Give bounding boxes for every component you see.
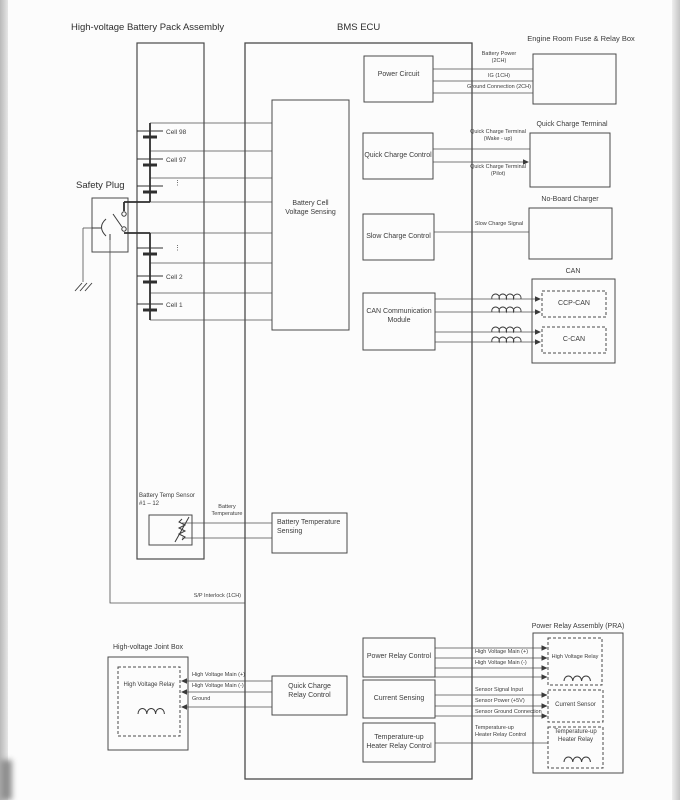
engine-room-title: Engine Room Fuse & Relay Box (527, 34, 635, 43)
sensor-power-label: Sensor Power (+5V) (475, 698, 525, 704)
current-sensing-label: Current Sensing (373, 695, 425, 702)
ig-label: IG (1CH) (488, 73, 510, 79)
power-relay-control-box (362, 637, 436, 678)
twisted-pair-icons (491, 293, 522, 344)
quick-charge-control-label: Quick Charge Control (364, 152, 432, 159)
sp-interlock-label: S/P Interlock (1CH) (193, 593, 241, 599)
relay-coil-icons (137, 675, 591, 763)
cell-97-label: Cell 97 (166, 157, 187, 164)
cell-2-label: Cell 2 (166, 274, 183, 281)
battery-cell-symbols (137, 130, 163, 312)
sensor-ground-label: Sensor Ground Connection (475, 709, 542, 715)
cells-ellipsis-upper: ⋮ (174, 180, 181, 187)
battery-temperature-label: Battery Temperature (211, 504, 243, 518)
qc-wakeup-label: Quick Charge Terminal (Wake - up) (470, 129, 526, 143)
ccp-can-box (541, 290, 607, 318)
cells-ellipsis-lower: ⋮ (174, 245, 181, 252)
temp-sensor-label: Battery Temp Sensor #1 – 12 (139, 493, 195, 507)
quick-charge-terminal-title: Quick Charge Terminal (536, 121, 608, 128)
page-corner-smudge (0, 760, 12, 800)
no-board-charger-box (528, 207, 613, 260)
engine-room-fuse-box (532, 53, 617, 105)
power-relay-control-label: Power Relay Control (366, 653, 432, 660)
can-box (531, 278, 616, 364)
signal-wires (82, 68, 548, 744)
c-can-label: C-CAN (562, 336, 586, 343)
ground-icon (74, 282, 93, 292)
temp-up-heater-ctrl-label: Temperature-up Heater Relay Control (475, 725, 527, 739)
no-board-charger-title: No-Board Charger (541, 196, 599, 203)
pra-hv-relay-box (547, 637, 603, 686)
slow-charge-label: Slow Charge Signal (474, 221, 524, 227)
power-circuit-box (363, 55, 434, 103)
battery-power-label: Battery Power (2CH) (481, 51, 517, 65)
ground-connection-label: Ground Connection (2CH) (467, 84, 531, 90)
power-circuit-label: Power Circuit (377, 71, 420, 78)
quick-charge-terminal-box (529, 132, 611, 188)
battery-temp-sensing-box (271, 512, 348, 554)
page-edge-right (672, 0, 680, 800)
pra-temp-up-relay-box (547, 726, 604, 769)
battery-temp-sensing-label: Battery Temperature Sensing (277, 519, 341, 535)
joint-hv-relay-box (117, 666, 181, 737)
sensor-signal-input-label: Sensor Signal Input (475, 687, 524, 693)
current-sensor-label: Current Sensor (555, 702, 596, 708)
bms-ecu-title: BMS ECU (337, 22, 381, 33)
cell-voltage-sensing-box (271, 99, 350, 331)
battery-pack-box (136, 42, 205, 560)
safety-plug-title: Safety Plug (76, 180, 125, 191)
pra-hv-main-plus-label: High Voltage Main (+) (475, 649, 529, 655)
joint-hv-main-minus-label: High Voltage Main (-) (192, 683, 244, 689)
joint-hv-relay-label: High Voltage Relay (123, 682, 175, 688)
cell-98-label: Cell 98 (166, 129, 187, 136)
quick-charge-relay-control-label: Quick Charge Relay Control (288, 683, 331, 699)
ccp-can-label: CCP-CAN (558, 300, 590, 307)
joint-box (107, 656, 189, 751)
cell-voltage-sensing-label: Battery Cell Voltage Sensing (285, 200, 336, 216)
c-can-box (541, 326, 607, 354)
temp-up-heater-relay-control-box (362, 722, 436, 763)
sp-interlock-wire (109, 240, 245, 604)
bms-ecu-box (244, 42, 473, 780)
quick-charge-relay-control-box (271, 675, 348, 716)
joint-ground-label: Ground (192, 696, 211, 702)
cell-1-label: Cell 1 (166, 302, 183, 309)
qc-pilot-label: Quick Charge Terminal (Pilot) (470, 164, 526, 178)
pra-box (532, 632, 624, 774)
joint-hv-main-plus-label: High Voltage Main (+) (192, 672, 246, 678)
safety-plug-symbol (92, 211, 127, 240)
pra-hv-relay-label: High Voltage Relay (551, 654, 599, 660)
pra-hv-main-minus-label: High Voltage Main (-) (475, 660, 527, 666)
wire-arrowheads (181, 159, 548, 719)
slow-charge-control-label: Slow Charge Control (366, 233, 431, 240)
can-title: CAN (565, 268, 581, 275)
pack-title: High-voltage Battery Pack Assembly (71, 22, 225, 33)
can-module-box (362, 292, 436, 351)
pra-title: Power Relay Assembly (PRA) (531, 623, 625, 630)
quick-charge-control-box (362, 132, 434, 180)
current-sensing-box (362, 679, 436, 719)
thermistor-icon (174, 516, 190, 543)
pra-current-sensor-box (547, 689, 604, 723)
temp-up-heater-relay-control-label: Temperature-up Heater Relay Control (366, 734, 432, 750)
page-edge-left (0, 0, 8, 800)
temp-sensor-inner-box (148, 514, 193, 546)
slow-charge-control-box (362, 213, 435, 261)
can-module-label: CAN Communication Module (366, 308, 432, 324)
temp-up-relay-label: Temperature-up Heater Relay (554, 729, 597, 743)
joint-box-title: High-voltage Joint Box (112, 644, 184, 651)
